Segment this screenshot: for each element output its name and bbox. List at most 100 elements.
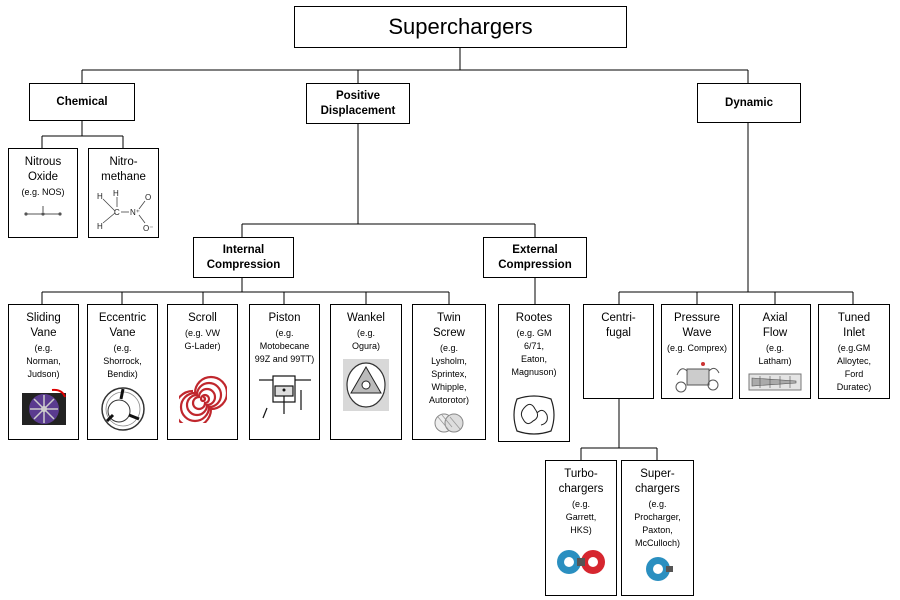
atom-h1: H xyxy=(97,192,103,201)
node-example-line3: Bendix) xyxy=(107,369,138,379)
node-label-line2: chargers xyxy=(558,483,604,495)
category-external-compression: External Compression xyxy=(483,237,587,278)
node-example-line2: 6/71, xyxy=(523,341,545,351)
category-label: Dynamic xyxy=(725,96,773,109)
node-example-line3: Sprintex, xyxy=(431,369,467,379)
node-label-line2: Oxide xyxy=(27,171,59,183)
atom-n: N⁺ xyxy=(130,208,140,217)
node-example-line4: Magnuson) xyxy=(511,367,557,377)
node-label-line2: chargers xyxy=(635,483,680,495)
node-nitromethane: Nitro- methane H H H C N⁺ O O⁻ xyxy=(88,148,159,238)
atom-c: C xyxy=(114,208,120,217)
node-twin-screw: Twin Screw (e.g. Lysholm, Sprintex, Whip… xyxy=(412,304,486,440)
node-piston: Piston (e.g. Motobecane 99Z and 99TT) xyxy=(249,304,320,440)
node-label-line1: Centri- xyxy=(601,312,636,324)
node-label-line2: methane xyxy=(101,171,146,183)
node-example-line1: (e.g. xyxy=(34,343,53,353)
atom-h2: H xyxy=(113,189,119,198)
pressure-wave-rotor-icon xyxy=(675,362,720,393)
node-example-line4: Whipple, xyxy=(431,382,467,392)
node-example-line1: (e.g. xyxy=(356,328,375,338)
node-example-line1: (e.g. GM xyxy=(516,328,552,338)
node-label-line2: Flow xyxy=(762,327,788,339)
node-label-line2: Vane xyxy=(109,327,136,339)
node-example-line1: (e.g. xyxy=(571,499,590,509)
category-internal-compression: Internal Compression xyxy=(193,237,294,278)
node-label-line1: Eccentric xyxy=(98,312,147,324)
nitrous-oxide-molecule-icon xyxy=(24,206,62,216)
node-example-line1: (e.g. Comprex) xyxy=(666,343,728,353)
category-label-line1: External xyxy=(512,243,558,256)
node-label-line1: Scroll xyxy=(188,312,217,324)
node-example-line1: (e.g. xyxy=(439,343,458,353)
atom-h3: H xyxy=(97,222,103,231)
node-pressure-wave: Pressure Wave (e.g. Comprex) xyxy=(661,304,733,399)
turbocharger-icon xyxy=(557,550,605,574)
node-label-line1: Nitro- xyxy=(109,156,138,168)
node-example-line2: Lysholm, xyxy=(431,356,467,366)
node-turbochargers: Turbo- chargers (e.g. Garrett, HKS) xyxy=(545,460,617,596)
category-label-line2: Compression xyxy=(206,258,281,271)
node-label-line1: Axial xyxy=(762,312,788,324)
node-example-line1: (e.g. xyxy=(113,343,132,353)
piston-cylinder-icon xyxy=(258,375,311,419)
category-label: Chemical xyxy=(56,95,108,108)
category-dynamic: Dynamic xyxy=(697,83,801,123)
scroll-spiral-icon xyxy=(178,375,227,423)
node-example-line4: McCulloch) xyxy=(634,538,680,548)
node-centrifugal: Centri- fugal xyxy=(583,304,654,399)
node-example-line2: Shorrock, xyxy=(103,356,142,366)
node-example-line4: Duratec) xyxy=(836,382,872,392)
category-label-line1: Positive xyxy=(335,89,381,102)
rootes-lobe-icon xyxy=(513,395,555,435)
node-example-line2: G-Lader) xyxy=(184,341,221,351)
eccentric-vane-rotor-icon xyxy=(100,387,145,431)
wankel-rotor-icon xyxy=(343,359,389,411)
node-label-line2: Wave xyxy=(682,327,712,339)
node-sliding-vane: Sliding Vane (e.g. Norman, Judson) xyxy=(8,304,79,440)
category-label-line2: Compression xyxy=(498,258,572,271)
atom-o1: O xyxy=(145,193,151,202)
node-example-line1: (e.g. xyxy=(648,499,667,509)
axial-flow-compressor-icon xyxy=(748,373,802,391)
node-label-line2: Inlet xyxy=(843,327,865,339)
node-example: (e.g. NOS) xyxy=(21,187,65,197)
node-example-line3: Ford xyxy=(844,369,864,379)
node-label-line1: Sliding xyxy=(26,312,61,324)
sliding-vane-rotor-icon xyxy=(21,388,66,425)
node-example-line2: Alloytec, xyxy=(836,356,871,366)
node-label-line1: Nitrous xyxy=(24,156,62,168)
twin-screw-rotor-icon xyxy=(434,413,464,433)
node-nitrous-oxide: Nitrous Oxide (e.g. NOS) xyxy=(8,148,78,238)
node-example-line1: (e.g. xyxy=(765,343,784,353)
node-example-line2: Procharger, xyxy=(634,512,681,522)
node-example-line3: Paxton, xyxy=(642,525,673,535)
node-label-line1: Tuned xyxy=(837,312,871,324)
node-tuned-inlet: Tuned Inlet (e.g.GM Alloytec, Ford Durat… xyxy=(818,304,890,399)
node-example-line3: HKS) xyxy=(570,525,592,535)
node-rootes: Rootes (e.g. GM 6/71, Eaton, Magnuson) xyxy=(498,304,570,442)
category-label-line1: Internal xyxy=(222,243,265,256)
node-label-line1: Twin xyxy=(437,312,461,324)
node-example-line1: (e.g.GM xyxy=(837,343,871,353)
node-label-line1: Pressure xyxy=(673,312,721,324)
node-label-line2: fugal xyxy=(606,327,631,339)
title-box: Superchargers xyxy=(294,6,627,48)
node-example-line2: Latham) xyxy=(758,356,792,366)
node-example-line1: (e.g. xyxy=(275,328,294,338)
node-superchargers-centrifugal: Super- chargers (e.g. Procharger, Paxton… xyxy=(621,460,694,596)
nitromethane-molecule-icon: H H H C N⁺ O O⁻ xyxy=(97,189,153,233)
node-eccentric-vane: Eccentric Vane (e.g. Shorrock, Bendix) xyxy=(87,304,158,440)
node-wankel: Wankel (e.g. Ogura) xyxy=(330,304,402,440)
node-example-line1: (e.g. VW xyxy=(184,328,220,338)
node-label-line2: Screw xyxy=(433,327,465,339)
node-scroll: Scroll (e.g. VW G-Lader) xyxy=(167,304,238,440)
node-label-line1: Wankel xyxy=(347,312,385,324)
node-example-line3: Eaton, xyxy=(520,354,548,364)
diagram-title: Superchargers xyxy=(388,14,533,39)
node-axial-flow: Axial Flow (e.g. Latham) xyxy=(739,304,811,399)
node-label-line1: Turbo- xyxy=(564,468,598,480)
category-chemical: Chemical xyxy=(29,83,135,121)
